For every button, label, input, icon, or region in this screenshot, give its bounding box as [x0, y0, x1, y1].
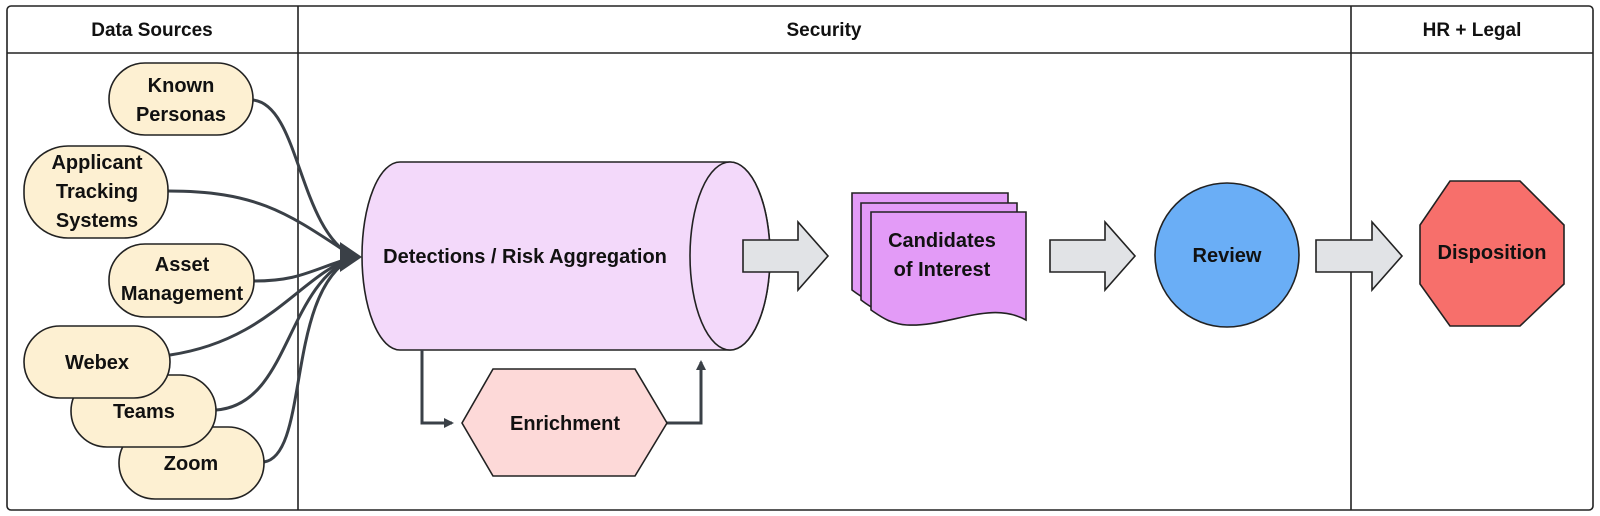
- review-label: Review: [1193, 245, 1262, 267]
- svg-text:Zoom: Zoom: [164, 453, 218, 475]
- connector-teams: [215, 255, 355, 412]
- review-circle: Review: [1154, 182, 1300, 328]
- lane-header-data-sources: Data Sources: [91, 20, 212, 41]
- connector-known-personas: [252, 98, 355, 259]
- enrichment-hexagon: [461, 368, 668, 477]
- connector-to-enrichment: [420, 350, 454, 428]
- block-arrow-3: [1315, 219, 1404, 293]
- disposition-label: Disposition: [1438, 242, 1547, 264]
- svg-text:Webex: Webex: [65, 352, 129, 374]
- block-arrow-2: [1049, 219, 1137, 293]
- source-webex: Webex: [23, 325, 171, 399]
- block-arrow-1: [742, 219, 830, 293]
- lane-header-security: Security: [787, 20, 862, 41]
- detections-label: Detections / Risk Aggregation: [383, 246, 667, 268]
- lane-header-hr-legal: HR + Legal: [1423, 20, 1522, 41]
- disposition-octagon: Disposition: [1419, 180, 1565, 327]
- detections-cylinder: Detections / Risk Aggregation: [361, 161, 771, 351]
- enrichment-loop: Enrichment: [420, 350, 706, 477]
- merge-arrowhead: [340, 242, 362, 272]
- source-connectors: [167, 98, 362, 464]
- connector-from-enrichment: [667, 360, 706, 425]
- connector-zoom: [263, 255, 355, 464]
- connector-applicant-tracking: [167, 189, 355, 259]
- swimlane-frame: [6, 5, 1594, 511]
- connector-webex: [169, 255, 355, 357]
- svg-text:Teams: Teams: [113, 401, 175, 423]
- enrichment-label: Enrichment: [510, 413, 620, 435]
